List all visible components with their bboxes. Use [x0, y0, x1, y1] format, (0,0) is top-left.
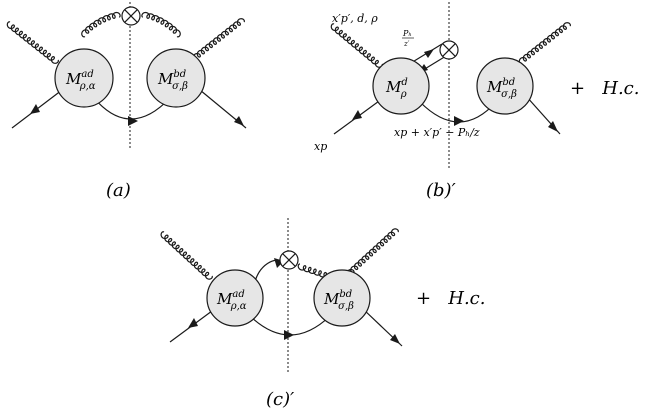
otimes-b	[439, 40, 459, 60]
quark-out-arrow-c	[390, 334, 400, 344]
vertex-right-b	[476, 57, 534, 115]
caption-c: (c)′	[266, 389, 294, 410]
vertex-left-b	[372, 57, 430, 115]
otimes-c	[279, 250, 299, 270]
ph-fraction-denominator-b: z′	[403, 40, 410, 48]
quark-to-cross-arrow-b	[424, 49, 434, 58]
loop-arrow-a	[128, 116, 138, 126]
loop-arrow-b	[454, 116, 464, 126]
vertex-left-c	[206, 269, 264, 327]
gluon-left-c	[160, 231, 213, 280]
gluon-left-b	[330, 23, 383, 68]
loop-arrow-c	[284, 330, 294, 340]
quark-in-arrow-a	[30, 104, 40, 114]
gluon-top-right-a	[141, 11, 181, 38]
otimes-a	[121, 6, 141, 26]
gluon-right-b	[518, 22, 571, 65]
quark-in-arrow-c	[188, 318, 198, 328]
loop-momentum-label-b: xp + x′p′ − Pₕ/z	[394, 126, 480, 139]
gluon-right-a	[192, 18, 245, 61]
vertex-left-a	[54, 48, 114, 108]
quark-in-arrow-b	[352, 110, 362, 120]
gluon-momentum-label-b: x′p′, d, ρ	[332, 12, 378, 25]
quark-loop-c	[249, 315, 331, 336]
ph-fraction-numerator-b: Pₕ	[402, 29, 412, 38]
hermitian-conjugate-b: + H.c.	[570, 78, 639, 99]
quark-out-arrow-b	[548, 121, 558, 132]
hermitian-conjugate-c: + H.c.	[416, 288, 485, 309]
quark-out-arrow-a	[234, 116, 244, 126]
caption-a: (a)	[106, 180, 131, 201]
quark-in-momentum-label-b: xp	[314, 140, 327, 153]
caption-b: (b)′	[426, 180, 456, 201]
vertex-right-c	[313, 269, 371, 327]
vertex-right-a	[146, 48, 206, 108]
gluon-left-a	[6, 21, 59, 64]
gluon-right-c	[346, 228, 399, 277]
gluon-top-left-a	[81, 11, 121, 38]
